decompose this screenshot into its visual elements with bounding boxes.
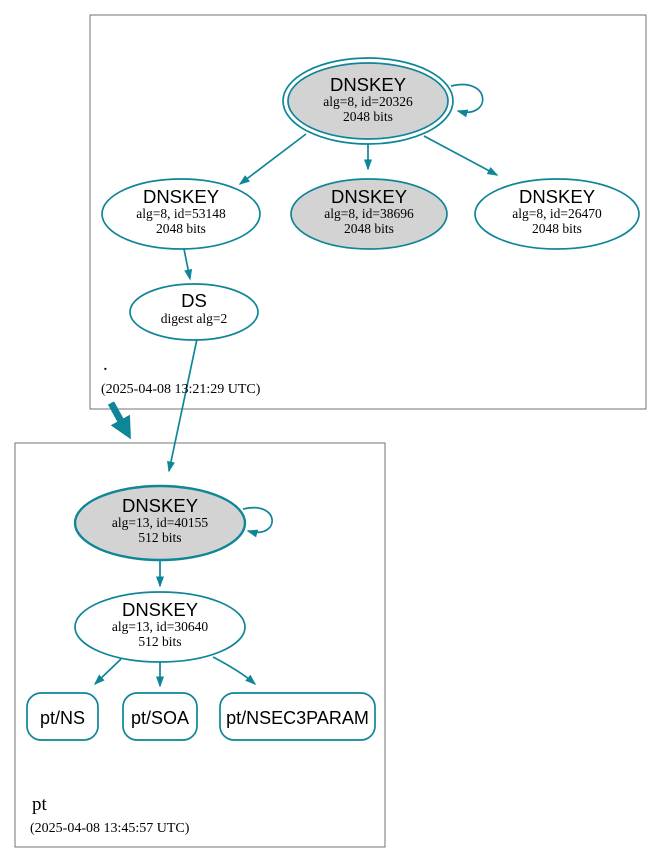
node-title: DNSKEY	[143, 186, 219, 207]
pt-nsec3param-rect	[219, 692, 376, 741]
node-attrs: digest alg=2	[161, 311, 227, 326]
node-title: DNSKEY	[331, 186, 407, 207]
zone-timestamp-pt: (2025-04-08 13:45:57 UTC)	[30, 821, 190, 836]
rrset-label: pt/NSEC3PARAM	[226, 708, 369, 728]
edge-pt-ksk-self-sign	[242, 506, 273, 538]
node-pt-zsk[interactable]: DNSKEY alg=13, id=30640 512 bits	[74, 591, 246, 663]
edge-zsk-53148-to-ds	[183, 248, 193, 281]
root-ksk-inner-ring	[287, 62, 449, 140]
node-size: 2048 bits	[344, 221, 394, 236]
rrset-label: pt/NS	[40, 708, 85, 728]
node-title: DNSKEY	[122, 495, 198, 516]
root-ds-ellipse	[129, 283, 259, 341]
pt-ns-rect	[26, 692, 99, 741]
edge-pt-zsk-to-nsec3param	[212, 656, 257, 685]
node-size: 512 bits	[138, 634, 181, 649]
zone-box-pt	[14, 442, 386, 848]
node-size: 2048 bits	[532, 221, 582, 236]
root-zsk-38696-ellipse	[290, 178, 448, 250]
node-attrs: alg=8, id=26470	[512, 206, 602, 221]
node-attrs: alg=8, id=20326	[323, 94, 413, 109]
edge-pt-zsk-to-ns	[93, 658, 122, 686]
root-zsk-53148-ellipse	[101, 178, 261, 250]
node-root-zsk-53148[interactable]: DNSKEY alg=8, id=53148 2048 bits	[101, 178, 261, 250]
pt-soa-rect	[122, 692, 198, 741]
node-attrs: alg=8, id=53148	[136, 206, 226, 221]
node-attrs: alg=8, id=38696	[324, 206, 414, 221]
edge-root-to-pt-delegation	[107, 401, 132, 440]
node-rrset-pt-nsec3param[interactable]: pt/NSEC3PARAM	[219, 692, 376, 741]
node-size: 512 bits	[138, 530, 181, 545]
edge-root-ksk-self-sign	[450, 83, 484, 118]
node-size: 2048 bits	[343, 109, 393, 124]
node-pt-ksk[interactable]: DNSKEY alg=13, id=40155 512 bits	[73, 484, 247, 562]
zone-label-pt: pt	[32, 794, 48, 815]
zone-box-root	[89, 14, 647, 410]
node-root-ds[interactable]: DS digest alg=2	[129, 283, 259, 341]
zone-label-root: .	[103, 354, 108, 375]
edge-root-ksk-to-zsk-53148	[238, 133, 307, 185]
node-size: 2048 bits	[156, 221, 206, 236]
node-title: DS	[181, 290, 207, 311]
node-title: DNSKEY	[122, 599, 198, 620]
root-zsk-26470-ellipse	[474, 178, 640, 250]
zone-timestamp-root: (2025-04-08 13:21:29 UTC)	[101, 382, 261, 397]
node-root-ksk[interactable]: DNSKEY alg=8, id=20326 2048 bits	[282, 57, 454, 145]
edge-root-ksk-to-zsk-26470	[423, 135, 499, 176]
node-root-zsk-38696[interactable]: DNSKEY alg=8, id=38696 2048 bits	[290, 178, 448, 250]
node-attrs: alg=13, id=30640	[112, 619, 208, 634]
node-attrs: alg=13, id=40155	[112, 515, 208, 530]
pt-ksk-ellipse	[73, 484, 247, 562]
node-root-zsk-26470[interactable]: DNSKEY alg=8, id=26470 2048 bits	[474, 178, 640, 250]
node-rrset-pt-soa[interactable]: pt/SOA	[122, 692, 198, 741]
edge-ds-to-pt-ksk	[167, 338, 198, 473]
node-title: DNSKEY	[519, 186, 595, 207]
node-title: DNSKEY	[330, 74, 406, 95]
rrset-label: pt/SOA	[131, 708, 189, 728]
pt-zsk-ellipse	[74, 591, 246, 663]
node-rrset-pt-ns[interactable]: pt/NS	[26, 692, 99, 741]
